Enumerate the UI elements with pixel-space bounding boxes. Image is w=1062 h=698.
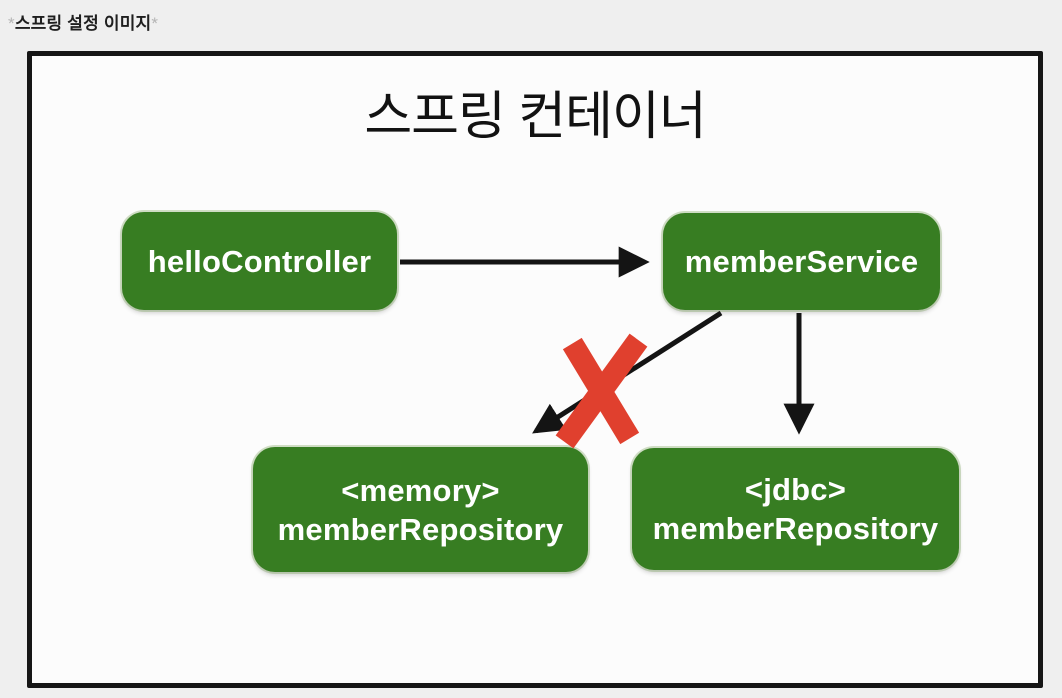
node-jdbc-member-repository: <jdbc> memberRepository: [632, 448, 959, 570]
node-memory-label-line1: <memory>: [341, 472, 500, 508]
caption-asterisk-right: *: [151, 14, 159, 33]
node-jdbc-label-line2: memberRepository: [652, 511, 939, 546]
node-hello-controller-label: helloController: [147, 243, 372, 279]
node-hello-controller: helloController: [122, 212, 397, 310]
node-member-service: memberService: [663, 213, 940, 310]
node-memory-member-repository: <memory> memberRepository: [253, 447, 588, 572]
node-jdbc-label-line1: <jdbc>: [744, 472, 847, 507]
node-member-service-label: memberService: [684, 244, 919, 279]
caption-text: 스프링 설정 이미지: [14, 14, 152, 33]
image-caption: *스프링 설정 이미지*: [8, 9, 158, 34]
node-memory-label-line2: memberRepository: [277, 511, 564, 547]
diagram-title: 스프링 컨테이너: [364, 88, 706, 146]
caption-asterisk-left: *: [8, 14, 15, 33]
